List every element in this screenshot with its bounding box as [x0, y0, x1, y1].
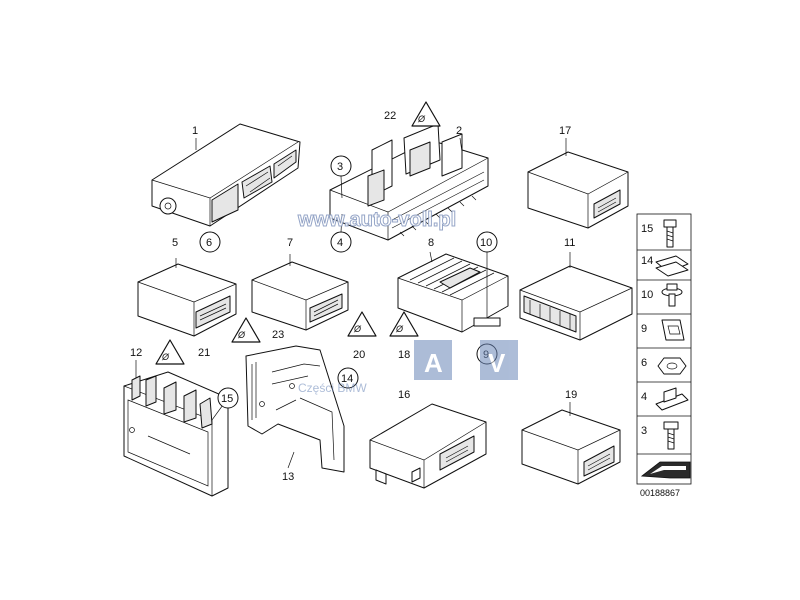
part-label-1: 1: [192, 125, 198, 137]
part-label-11: 11: [564, 237, 575, 249]
spring-clip-icon: [661, 319, 685, 341]
svg-text:Ø: Ø: [417, 114, 426, 124]
part-22-warning-label: Ø 22: [384, 101, 441, 127]
part-label-17: 17: [559, 125, 571, 137]
legend-number-6: 6: [641, 357, 647, 369]
part-6-callout: 6: [199, 231, 221, 253]
legend-number-14: 14: [641, 255, 653, 267]
catalog-number: 00188867: [640, 488, 680, 498]
part-21-warning-label: Ø 21: [155, 339, 210, 365]
watermark-tagline: Części BMW: [298, 381, 367, 395]
part-label-7: 7: [287, 237, 293, 249]
part-label-10: 10: [480, 237, 492, 249]
part-label-8: 8: [428, 237, 434, 249]
screw-icon: [663, 421, 679, 450]
bolt-icon: [663, 219, 677, 248]
part-label-16: 16: [398, 389, 410, 401]
part-label-22: 22: [384, 110, 396, 122]
part-4-callout: 4: [330, 213, 352, 253]
part-label-18: 18: [398, 349, 410, 361]
part-3-callout: 3: [330, 155, 352, 199]
watermark-url: www.auto-voll.pl: [297, 209, 456, 231]
part-8-module-heatsink: [397, 251, 509, 333]
part-label-4: 4: [337, 237, 343, 249]
fastener-legend: 15 14 10 9 6 4: [636, 213, 692, 485]
legend-number-10: 10: [641, 289, 653, 301]
clip-nut-icon: [655, 255, 689, 277]
part-13-bracket: 13: [245, 345, 345, 483]
watermark-logo-box-v: [480, 340, 518, 380]
part-label-21: 21: [198, 347, 210, 359]
svg-text:Ø: Ø: [161, 352, 170, 362]
part-1-control-module: 1: [151, 123, 301, 227]
part-2-relay-carrier: 2: [329, 123, 489, 241]
legend-number-15: 15: [641, 223, 653, 235]
part-label-19: 19: [565, 389, 577, 401]
part-12-control-unit: 12: [123, 347, 229, 497]
svg-text:Ø: Ø: [237, 330, 246, 340]
svg-text:Ø: Ø: [353, 324, 362, 334]
part-label-14: 14: [341, 373, 353, 385]
part-label-3: 3: [337, 161, 343, 173]
part-5-module: [137, 258, 237, 337]
part-label-5: 5: [172, 237, 178, 249]
watermark-logo-letter-v: V: [488, 348, 506, 378]
part-16-module: 16: [369, 389, 487, 489]
part-15-callout: 15: [217, 387, 239, 409]
part-7-module: [251, 254, 349, 331]
part-label-15: 15: [221, 393, 233, 405]
direction-arrow-icon: [640, 461, 691, 479]
part-11-module: [519, 252, 633, 341]
part-10-callout: 10: [476, 231, 498, 253]
part-label-20: 20: [353, 349, 365, 361]
part-14-callout: 14: [337, 367, 359, 389]
watermark: A V Części BMW: [298, 340, 518, 395]
part-23-warning-label: Ø 23: [231, 317, 284, 343]
clip-icon: [655, 387, 689, 411]
part-18-warning-label: Ø 18: [389, 311, 419, 361]
svg-text:Ø: Ø: [395, 324, 404, 334]
part-label-23: 23: [272, 329, 284, 341]
part-17-module: 17: [527, 125, 629, 229]
legend-number-3: 3: [641, 425, 647, 437]
legend-number-4: 4: [641, 391, 647, 403]
legend-number-9: 9: [641, 323, 647, 335]
part-label-12: 12: [130, 347, 142, 359]
watermark-logo-box-a: [414, 340, 452, 380]
watermark-logo-letter-a: A: [424, 348, 443, 378]
part-label-13: 13: [282, 471, 294, 483]
part-label-2: 2: [456, 125, 462, 137]
part-20-warning-label: Ø 20: [347, 311, 377, 361]
screw-washer-icon: [661, 283, 683, 307]
part-label-6: 6: [206, 237, 212, 249]
part-19-module: 19: [521, 389, 621, 485]
hex-nut-icon: [657, 357, 687, 375]
